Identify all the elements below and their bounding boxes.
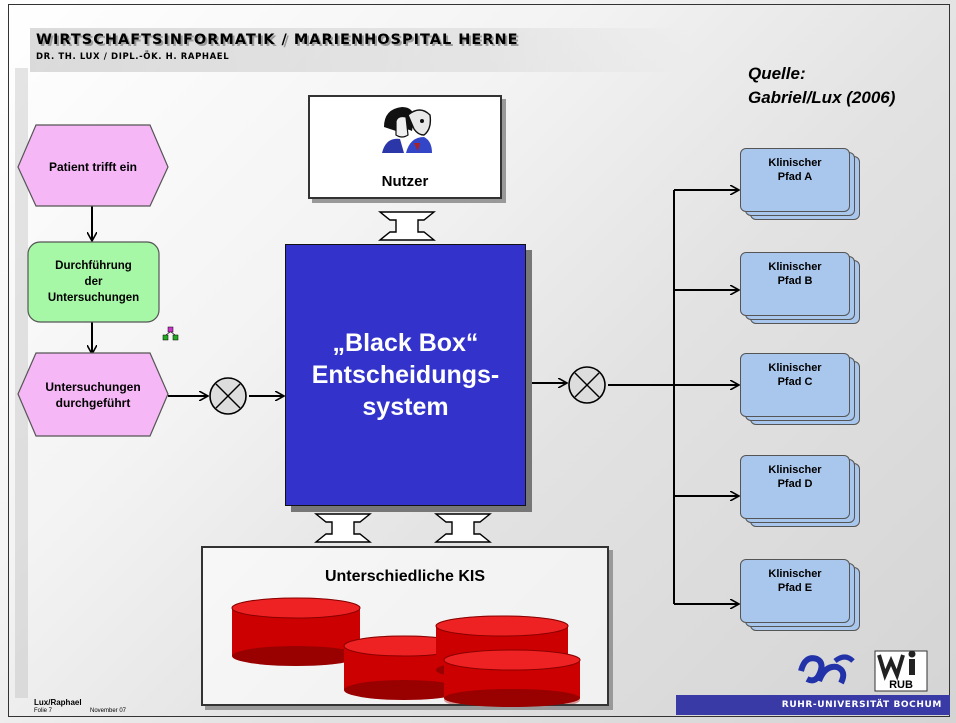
function-label-line: Untersuchungen bbox=[47, 292, 140, 304]
process-path-icon bbox=[162, 326, 179, 341]
exchange-arrow-kis-right bbox=[434, 513, 492, 543]
user-label: Nutzer bbox=[381, 173, 429, 190]
path-label: Klinischer bbox=[768, 261, 822, 273]
kis-label: Unterschiedliche KIS bbox=[324, 568, 486, 585]
function-label: Durchführung der Untersuchungen bbox=[28, 258, 159, 306]
source-citation: Gabriel/Lux (2006) bbox=[748, 88, 896, 107]
black-box-line: Entscheidungs- bbox=[311, 361, 500, 389]
footer-authors: Lux/Raphael bbox=[34, 698, 82, 707]
event-end-label: Untersuchungen durchgeführt bbox=[24, 379, 162, 411]
path-label: Klinischer bbox=[768, 464, 822, 476]
user-box: Nutzer bbox=[308, 95, 502, 199]
event-end-label-line: Untersuchungen bbox=[45, 380, 141, 394]
slide-title: WIRTSCHAFTSINFORMATIK / MARIENHOSPITAL H… bbox=[36, 32, 519, 48]
black-box-decision-system: „Black Box“ Entscheidungs- system bbox=[285, 244, 526, 506]
event-end-label-line: durchgeführt bbox=[55, 396, 131, 410]
rub-wave-icon bbox=[798, 654, 855, 685]
black-box-line: system bbox=[362, 393, 449, 421]
path-name: Pfad D bbox=[777, 478, 813, 490]
user-icon bbox=[376, 103, 436, 155]
path-name: Pfad E bbox=[777, 582, 813, 594]
university-bar: RUHR-UNIVERSITÄT BOCHUM bbox=[676, 695, 950, 715]
exchange-arrow-user bbox=[378, 211, 436, 241]
event-start-label: Patient trifft ein bbox=[48, 160, 137, 174]
event-patient-arrives bbox=[17, 124, 169, 207]
slide-frame bbox=[8, 4, 950, 717]
path-label: Klinischer bbox=[768, 362, 822, 374]
logo-text: RUB bbox=[889, 679, 913, 691]
footer-date: November 07 bbox=[90, 708, 127, 714]
path-label: Klinischer bbox=[768, 157, 822, 169]
path-name: Pfad B bbox=[777, 275, 813, 287]
exchange-arrow-kis-left bbox=[314, 513, 372, 543]
function-examinations bbox=[27, 241, 160, 323]
function-label-line: Durchführung bbox=[55, 260, 132, 272]
function-label-line: der bbox=[84, 276, 103, 288]
event-examinations-done bbox=[17, 352, 169, 437]
source-label: Quelle: bbox=[748, 64, 806, 83]
kis-box: Unterschiedliche KIS bbox=[201, 546, 609, 706]
path-name: Pfad C bbox=[777, 376, 813, 388]
header-shadow-bar bbox=[30, 28, 690, 72]
footer-slide-number: Folie 7 bbox=[34, 708, 53, 714]
path-name: Pfad A bbox=[777, 171, 813, 183]
path-label: Klinischer bbox=[768, 568, 822, 580]
black-box-line: „Black Box“ bbox=[332, 329, 479, 357]
slide-subtitle: DR. TH. LUX / DIPL.-ÖK. H. RAPHAEL bbox=[36, 52, 230, 62]
rub-logo: RUB bbox=[798, 650, 928, 692]
side-shadow-bar bbox=[15, 68, 28, 698]
wi-rub-emblem: RUB bbox=[874, 650, 928, 692]
